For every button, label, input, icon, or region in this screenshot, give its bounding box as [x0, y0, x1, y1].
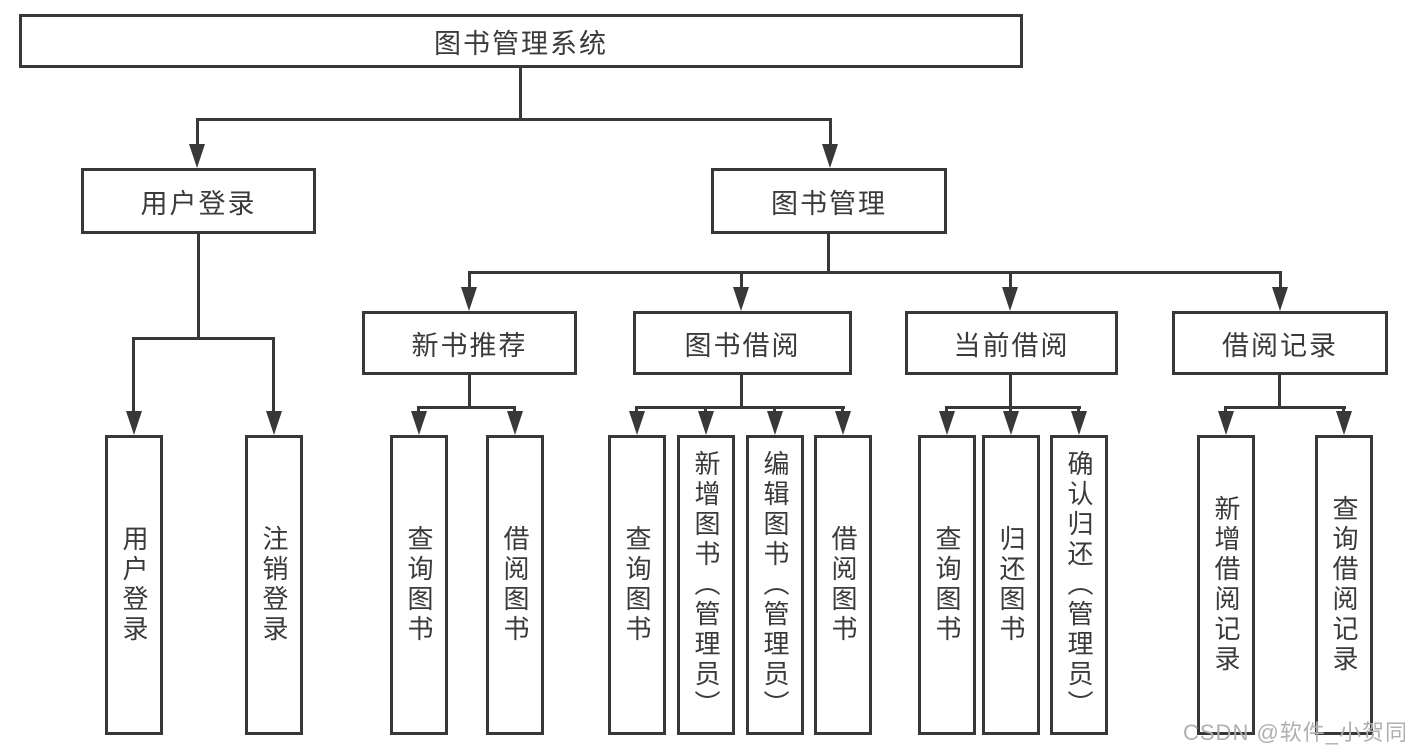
leaf-logout: 注销登录: [245, 435, 303, 735]
leaf-edit-books-admin-label: 编辑图书（管理员）: [760, 450, 790, 720]
arrow-down-icon: [507, 411, 523, 435]
node-current-borrow: 当前借阅: [905, 311, 1118, 375]
leaf-return-books: 归还图书: [982, 435, 1040, 735]
arrow-down-icon: [939, 411, 955, 435]
arrow-down-icon: [189, 144, 205, 168]
node-user-login-label: 用户登录: [140, 188, 257, 219]
connector-line: [513, 406, 516, 414]
connector-line: [704, 406, 707, 414]
arrow-down-icon: [698, 411, 714, 435]
connector-line: [1278, 375, 1281, 409]
connector-line: [945, 406, 948, 414]
connector-line: [197, 234, 200, 340]
connector-line: [1224, 406, 1227, 414]
leaf-borrow-books-recommend-label: 借阅图书: [500, 525, 530, 645]
leaf-borrow-books-label: 借阅图书: [828, 525, 858, 645]
connector-line: [417, 406, 420, 414]
connector-line: [1009, 375, 1012, 409]
connector-line: [468, 271, 471, 289]
arrow-down-icon: [411, 411, 427, 435]
arrow-down-icon: [835, 411, 851, 435]
connector-line: [829, 118, 832, 146]
leaf-add-borrow-record: 新增借阅记录: [1197, 435, 1255, 735]
connector-line: [272, 337, 275, 413]
arrow-down-icon: [461, 287, 477, 311]
connector-line: [1009, 406, 1012, 414]
leaf-return-books-label: 归还图书: [996, 525, 1026, 645]
arrow-down-icon: [733, 287, 749, 311]
node-new-book-recommend: 新书推荐: [362, 311, 577, 375]
arrow-down-icon: [1003, 411, 1019, 435]
node-new-book-recommend-label: 新书推荐: [411, 330, 528, 361]
connector-line: [196, 118, 832, 121]
leaf-confirm-return-admin-label: 确认归还（管理员）: [1064, 450, 1094, 720]
connector-line: [1224, 406, 1346, 409]
connector-line: [132, 337, 135, 413]
node-book-management: 图书管理: [711, 168, 947, 234]
arrow-down-icon: [1071, 411, 1087, 435]
leaf-logout-label: 注销登录: [259, 525, 289, 645]
connector-line: [1342, 406, 1345, 414]
connector-line: [635, 406, 845, 409]
connector-line: [773, 406, 776, 414]
connector-line: [841, 406, 844, 414]
node-book-management-label: 图书管理: [771, 188, 887, 219]
connector-line: [468, 271, 1282, 274]
node-book-borrow: 图书借阅: [633, 311, 852, 375]
arrow-down-icon: [767, 411, 783, 435]
arrow-down-icon: [1218, 411, 1234, 435]
connector-line: [1077, 406, 1080, 414]
connector-line: [740, 375, 743, 409]
leaf-borrow-books: 借阅图书: [814, 435, 872, 735]
node-borrow-records: 借阅记录: [1172, 311, 1388, 375]
connector-line: [1279, 271, 1282, 289]
leaf-query-books-current: 查询图书: [918, 435, 976, 735]
connector-line: [945, 406, 1081, 409]
leaf-user-login: 用户登录: [105, 435, 163, 735]
leaf-query-books-recommend-label: 查询图书: [404, 525, 434, 645]
leaf-query-books-borrow-label: 查询图书: [622, 525, 652, 645]
leaf-edit-books-admin: 编辑图书（管理员）: [746, 435, 804, 735]
node-current-borrow-label: 当前借阅: [953, 330, 1070, 361]
arrow-down-icon: [1272, 287, 1288, 311]
leaf-query-books-recommend: 查询图书: [390, 435, 448, 735]
connector-line: [417, 406, 516, 409]
node-borrow-records-label: 借阅记录: [1222, 330, 1338, 361]
arrow-down-icon: [1002, 287, 1018, 311]
connector-line: [635, 406, 638, 414]
leaf-borrow-books-recommend: 借阅图书: [486, 435, 544, 735]
node-user-login: 用户登录: [81, 168, 316, 234]
arrow-down-icon: [822, 144, 838, 168]
arrow-down-icon: [629, 411, 645, 435]
connector-line: [519, 66, 522, 121]
connector-line: [132, 337, 275, 340]
leaf-query-borrow-record-label: 查询借阅记录: [1329, 495, 1359, 675]
arrow-down-icon: [126, 411, 142, 435]
leaf-confirm-return-admin: 确认归还（管理员）: [1050, 435, 1108, 735]
connector-line: [740, 271, 743, 289]
node-book-borrow-label: 图书借阅: [684, 330, 801, 361]
leaf-query-books-current-label: 查询图书: [932, 525, 962, 645]
connector-line: [1009, 271, 1012, 289]
leaf-add-books-admin-label: 新增图书（管理员）: [691, 450, 721, 720]
arrow-down-icon: [266, 411, 282, 435]
connector-line: [468, 375, 471, 409]
connector-line: [827, 234, 830, 274]
connector-line: [196, 118, 199, 146]
csdn-watermark: CSDN @软件_小贺同学: [1183, 720, 1405, 745]
node-root: 图书管理系统: [19, 14, 1023, 68]
leaf-add-borrow-record-label: 新增借阅记录: [1211, 495, 1241, 675]
leaf-query-borrow-record: 查询借阅记录: [1315, 435, 1373, 735]
node-root-label: 图书管理系统: [434, 28, 608, 59]
leaf-query-books-borrow: 查询图书: [608, 435, 666, 735]
leaf-user-login-label: 用户登录: [119, 525, 149, 645]
leaf-add-books-admin: 新增图书（管理员）: [677, 435, 735, 735]
arrow-down-icon: [1336, 411, 1352, 435]
